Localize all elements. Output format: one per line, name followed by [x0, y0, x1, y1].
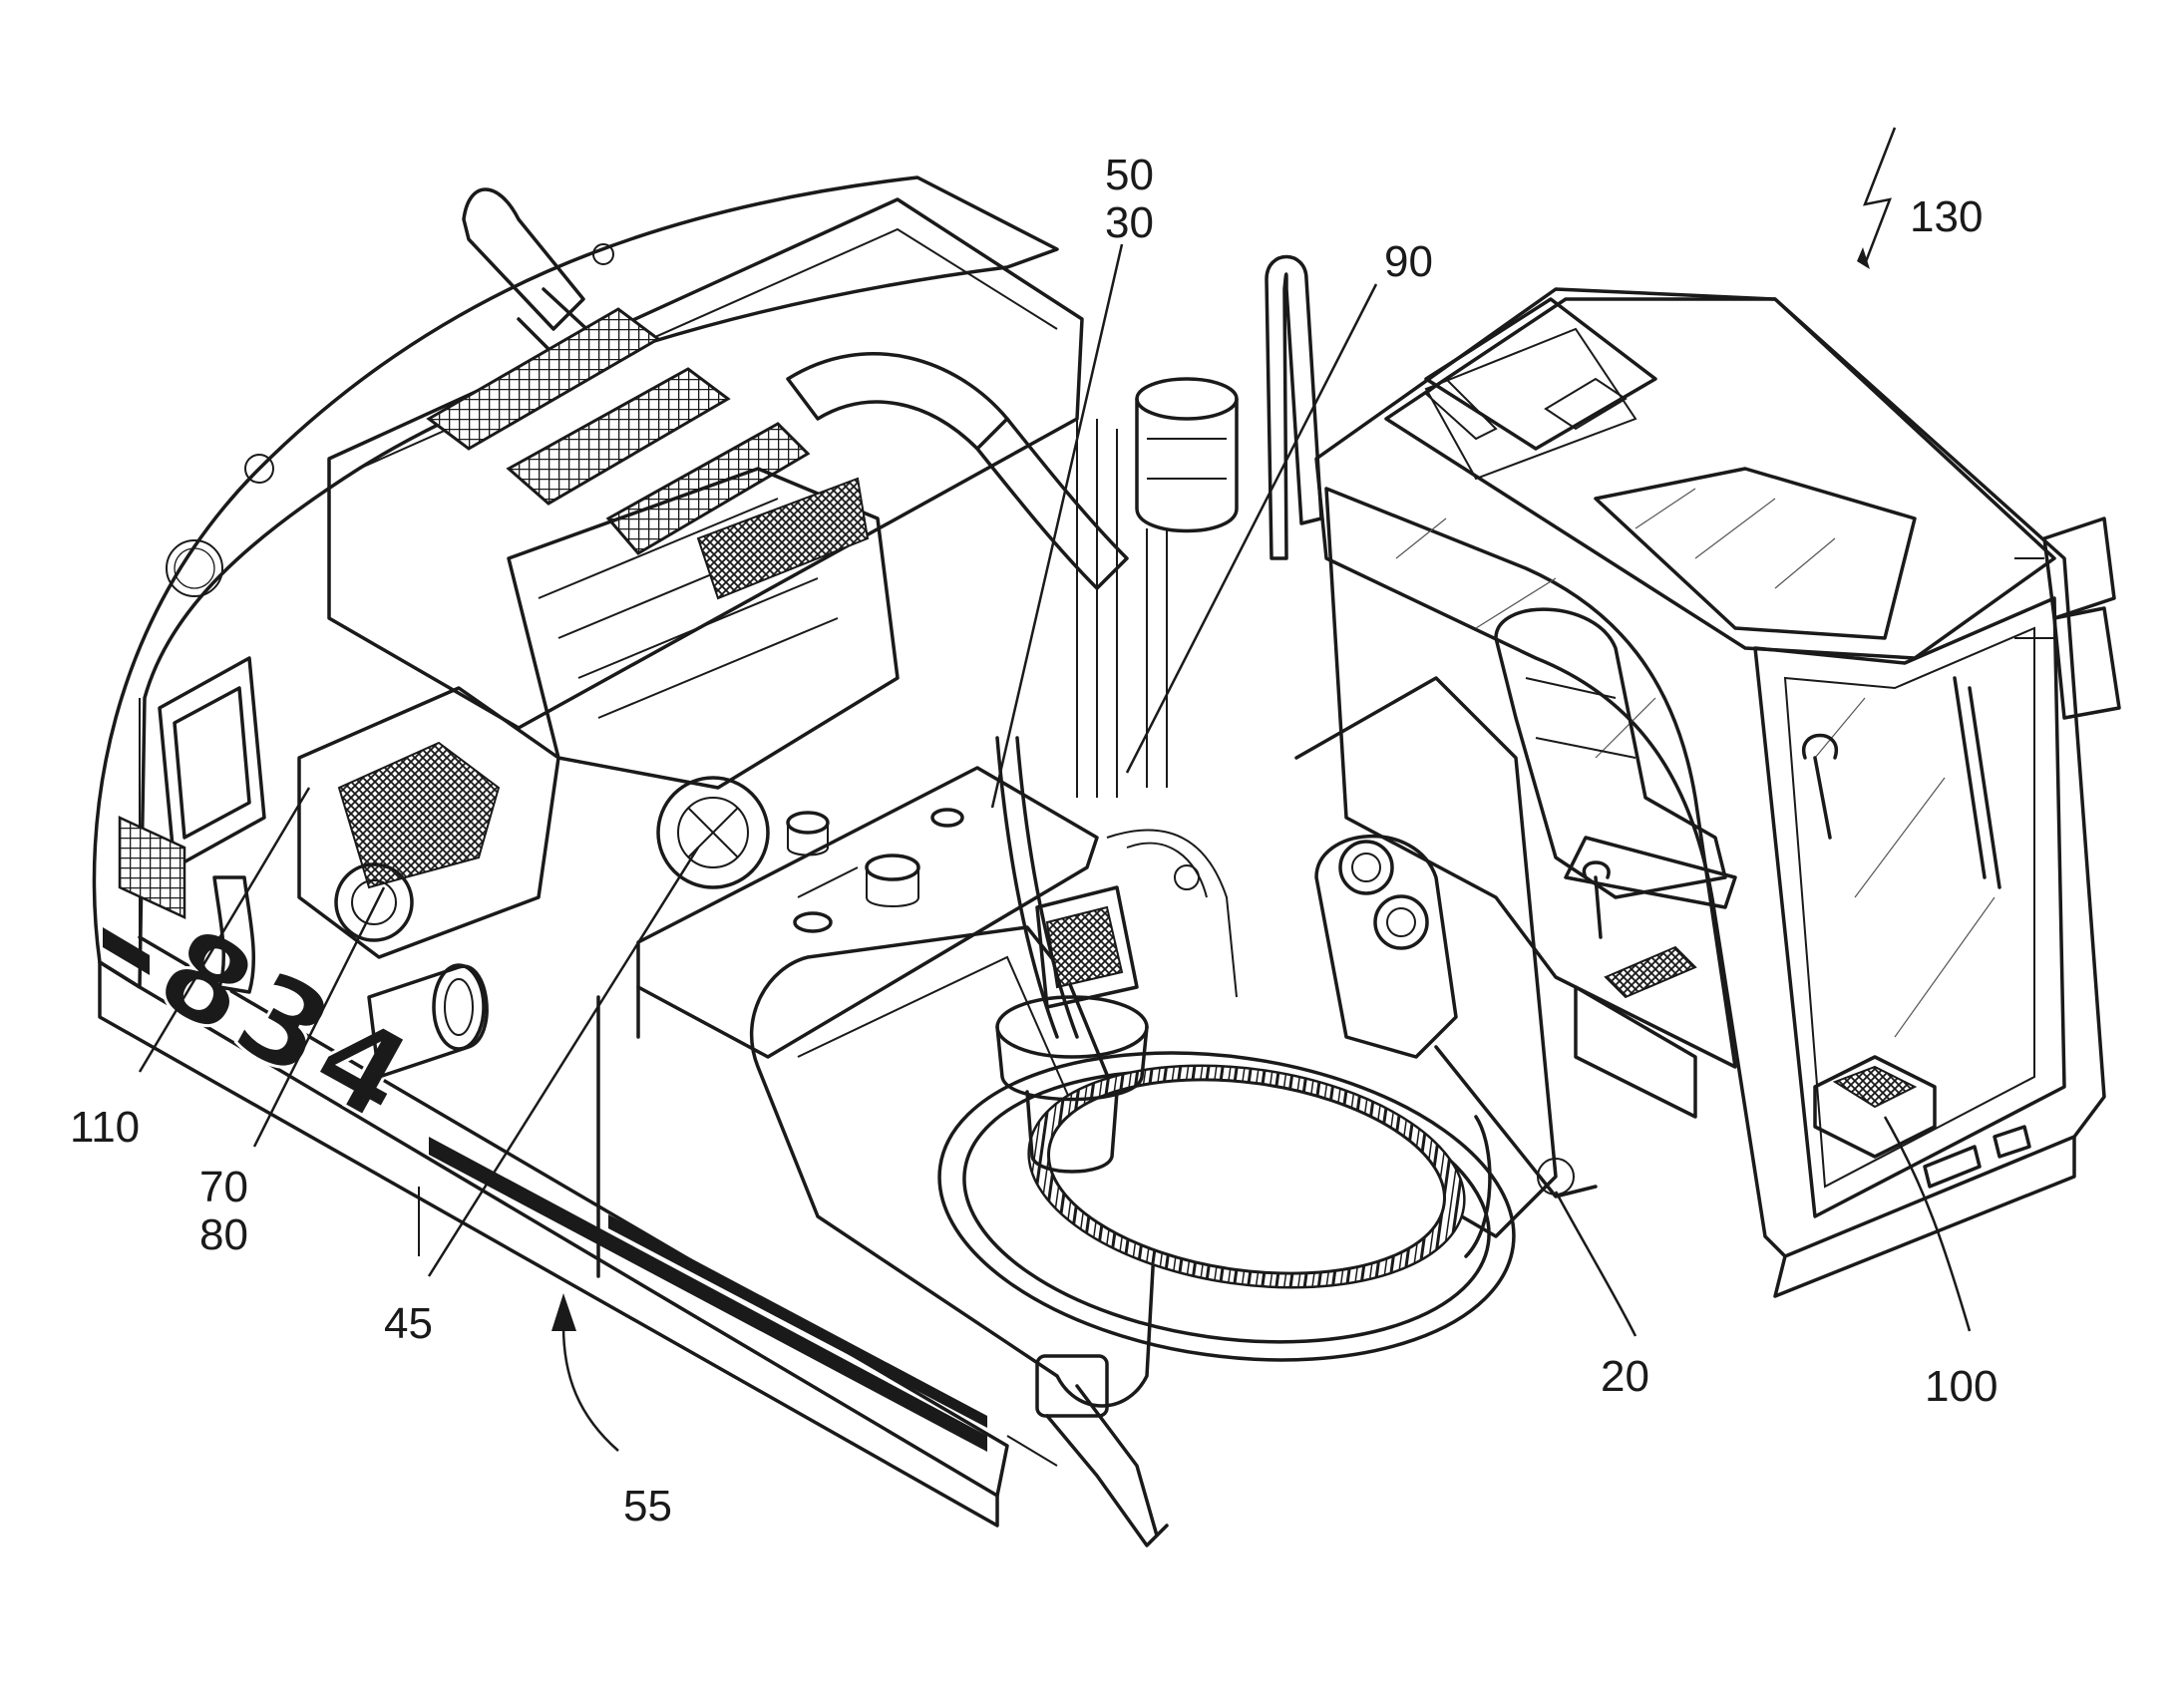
operator-cab	[1265, 254, 2121, 1298]
label-30: 30	[1105, 198, 1154, 247]
label-110: 110	[70, 1103, 140, 1152]
label-45: 45	[384, 1299, 433, 1348]
svg-text:834: 834	[136, 901, 437, 1153]
label-100: 100	[1925, 1362, 1998, 1411]
arrow-130	[1857, 127, 1897, 269]
label-90: 90	[1384, 237, 1433, 286]
engine-compartment	[118, 187, 1239, 1079]
slewing-ring	[937, 1051, 1516, 1362]
counterweight-shell	[92, 175, 1059, 1528]
label-130: 130	[1910, 192, 1983, 241]
arrow-55	[551, 1293, 619, 1452]
label-20: 20	[1601, 1352, 1649, 1401]
reference-labels: 130 50 30 90 110 70 80 45 55 20 100	[70, 151, 1998, 1531]
label-80: 80	[199, 1210, 248, 1259]
label-70: 70	[199, 1163, 248, 1211]
label-50: 50	[1105, 151, 1154, 199]
swing-drive	[995, 736, 1238, 1174]
tank-deck	[636, 766, 1099, 1059]
label-55: 55	[623, 1482, 672, 1531]
leader-lines	[138, 243, 1972, 1337]
